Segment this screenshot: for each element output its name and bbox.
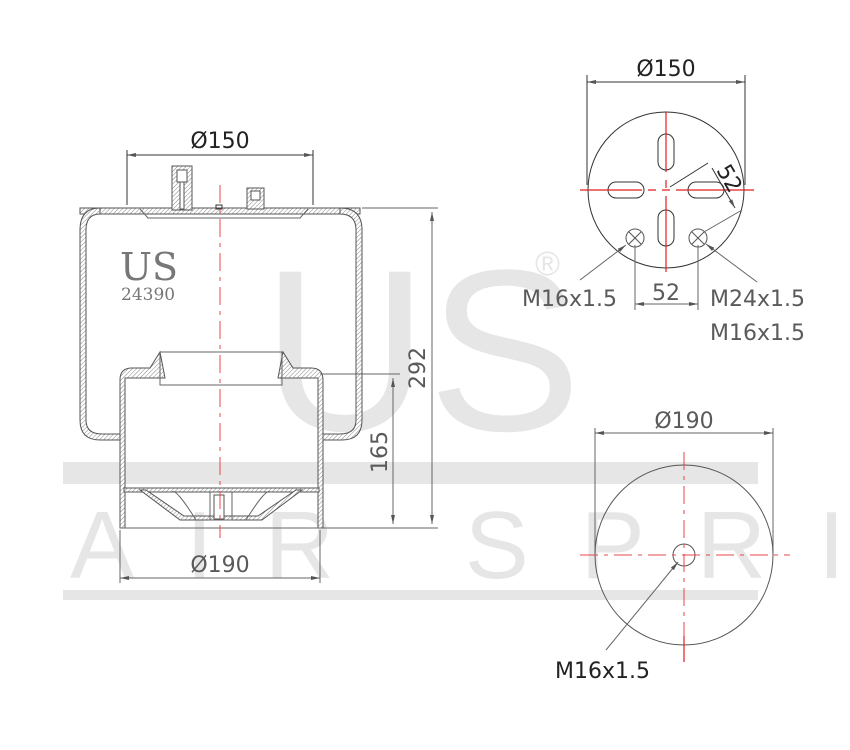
port-left (625, 228, 645, 248)
dim-piston-height: 165 (368, 431, 393, 473)
watermark-bar-top (63, 462, 758, 484)
piston-top-cup (159, 351, 283, 386)
stud-mount (246, 187, 265, 210)
dim-top-diameter: Ø150 (190, 129, 249, 154)
bead-plate-recess (139, 208, 309, 219)
bottom-plate-dim-diameter: Ø190 (654, 409, 713, 434)
piston-ribs (171, 491, 271, 521)
piston-base-cone (138, 489, 304, 521)
watermark-tagline: AIR SPRING (70, 492, 850, 599)
piston-bottom-stud (213, 494, 225, 520)
top-plate-port-right-label-1: M24x1.5 (710, 287, 805, 312)
watermark: US ® AIR SPRING (63, 222, 850, 600)
top-plate-dim-slot-radius: 52 (711, 161, 747, 198)
dim-bottom-diameter: Ø190 (190, 553, 249, 578)
stud-air-fitting (171, 165, 193, 211)
model-number: 24390 (121, 285, 175, 305)
top-plate-dim-diameter: Ø150 (636, 57, 695, 82)
center-nub (215, 204, 223, 210)
bellows-wall-left (79, 207, 124, 441)
model-brand: US (120, 245, 178, 289)
leader-slot (703, 209, 743, 233)
top-plate-port-left-label: M16x1.5 (522, 287, 617, 312)
radius-leader (669, 162, 709, 188)
top-plate-view: Ø150 52 52 M1 (522, 57, 805, 346)
leader-port-right (705, 243, 758, 283)
leader-port-left (579, 244, 627, 281)
side-view: Ø150 292 (79, 129, 438, 583)
top-plate-port-right-label-2: M16x1.5 (710, 321, 805, 346)
piston-base-plate (123, 487, 320, 493)
radius-dimension-line (711, 167, 736, 209)
dim-overall-height: 292 (406, 347, 431, 389)
top-plate-dim-port-spacing: 52 (652, 281, 680, 306)
watermark-brand: US (262, 222, 582, 479)
watermark-bar-bottom (63, 590, 758, 600)
leader-center-port (605, 561, 679, 651)
bottom-plate-center-port-label: M16x1.5 (555, 659, 650, 684)
watermark-registered-mark: ® (535, 245, 560, 283)
bottom-plate-view: Ø190 M16x1.5 (555, 409, 790, 684)
